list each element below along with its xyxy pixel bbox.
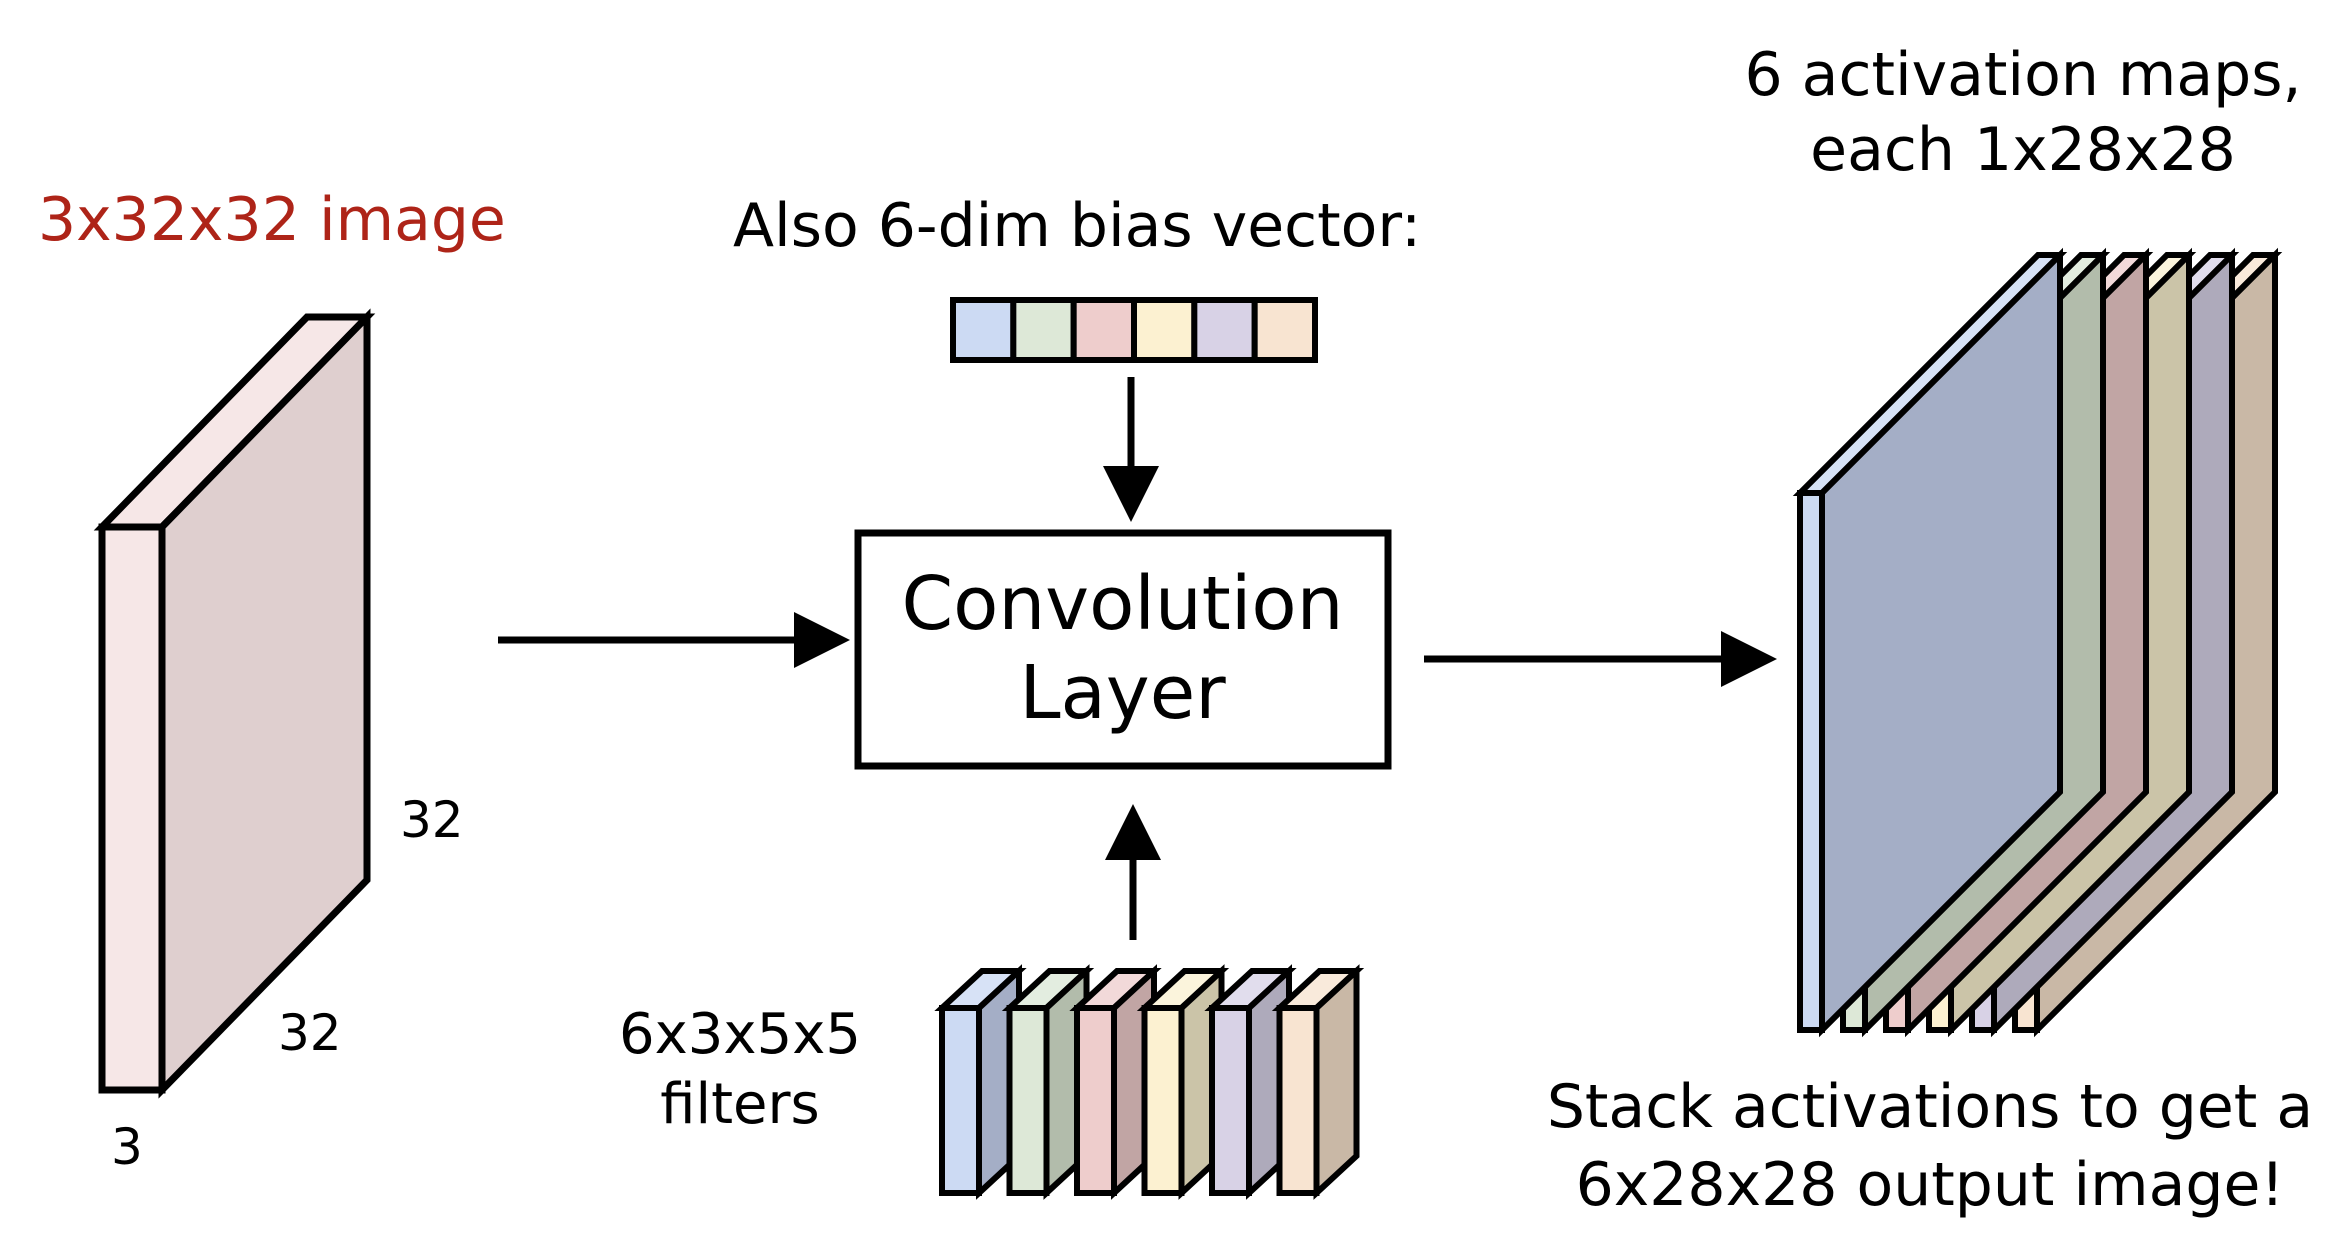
- output-title-line1: 6 activation maps,: [1744, 40, 2302, 110]
- bias-cell: [1251, 297, 1318, 363]
- bias-cell: [1131, 297, 1198, 363]
- filter-box-front-face: [939, 1005, 982, 1196]
- activation-map-front-face: [1797, 490, 1825, 1033]
- output-title-line2: each 1x28x28: [1810, 115, 2236, 185]
- input-width-label: 32: [278, 1004, 342, 1062]
- input-volume-box-front-face: [98, 523, 166, 1094]
- filter-box-front-face: [1074, 1005, 1117, 1196]
- bias-cell: [950, 297, 1017, 363]
- filter-box-front-face: [1006, 1005, 1050, 1196]
- input-image-title: 3x32x32 image: [38, 185, 506, 255]
- filter-box-side-face: [1313, 964, 1360, 1200]
- bias-cell: [1010, 297, 1077, 363]
- input-height-label: 32: [400, 791, 464, 849]
- output-caption-line1: Stack activations to get a: [1546, 1072, 2314, 1142]
- convolution-layer-box: [854, 529, 1392, 770]
- filter-box: [1271, 964, 1365, 1200]
- input-volume-box: [93, 308, 376, 1099]
- conv-label-line2: Layer: [1019, 650, 1226, 736]
- bias-vector-title: Also 6-dim bias vector:: [733, 191, 1422, 261]
- activation-map-stack: [1792, 247, 2283, 1038]
- filters-label: 6x3x5x5 filters: [600, 1000, 880, 1140]
- output-caption-line2: 6x28x28 output image!: [1575, 1150, 2285, 1220]
- output-caption: Stack activations to get a 6x28x28 outpu…: [1530, 1068, 2330, 1224]
- conv-label-line1: Convolution: [901, 561, 1344, 648]
- bias-vector: [950, 297, 1318, 363]
- filter-box-front-face: [1276, 1005, 1320, 1196]
- input-depth-label: 3: [111, 1118, 143, 1176]
- bias-cell: [1070, 297, 1137, 363]
- activation-map: [1792, 247, 2068, 1038]
- output-title: 6 activation maps, each 1x28x28: [1700, 38, 2346, 188]
- filters-label-line2: filters: [660, 1072, 820, 1137]
- filter-box-front-face: [1141, 1005, 1185, 1196]
- input-image-volume: [93, 308, 376, 1099]
- filter-box-front-face: [1209, 1005, 1252, 1196]
- bias-cell: [1191, 297, 1258, 363]
- filter-stack: [934, 964, 1365, 1200]
- filters-label-line1: 6x3x5x5: [619, 1002, 861, 1067]
- convolution-layer-label: Convolution Layer: [855, 530, 1390, 768]
